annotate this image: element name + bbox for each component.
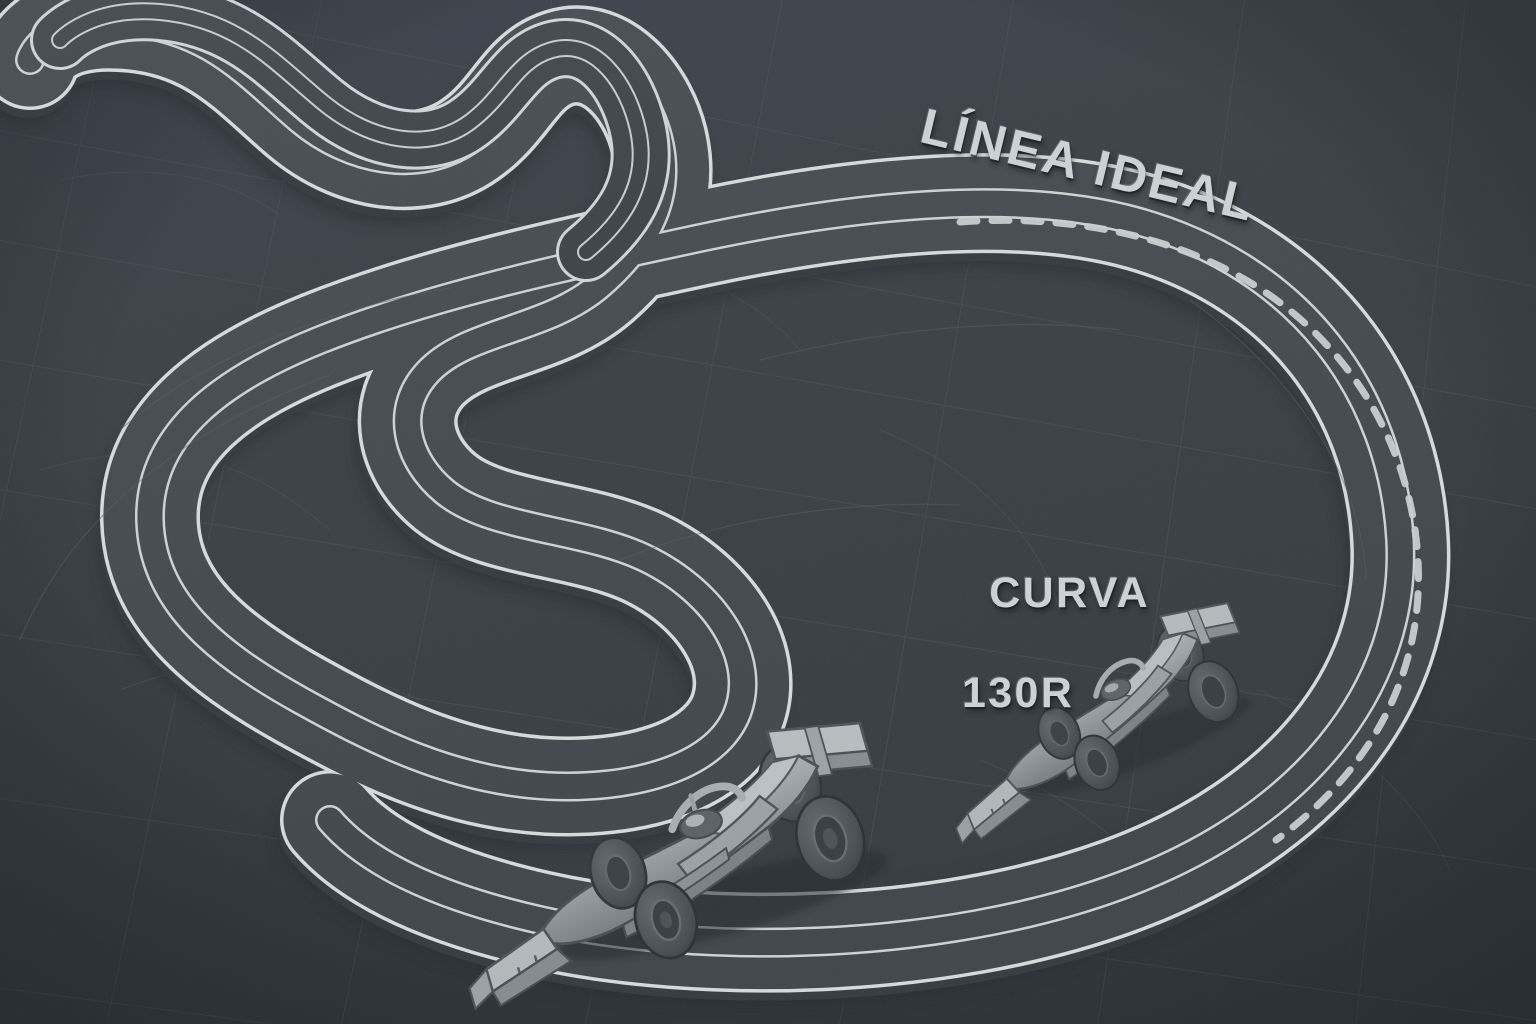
- label-curva-line1: CURVA: [989, 569, 1151, 617]
- label-curva-line2: 130R: [962, 669, 1075, 717]
- label-curva-130r: CURVA 130R: [932, 518, 1150, 818]
